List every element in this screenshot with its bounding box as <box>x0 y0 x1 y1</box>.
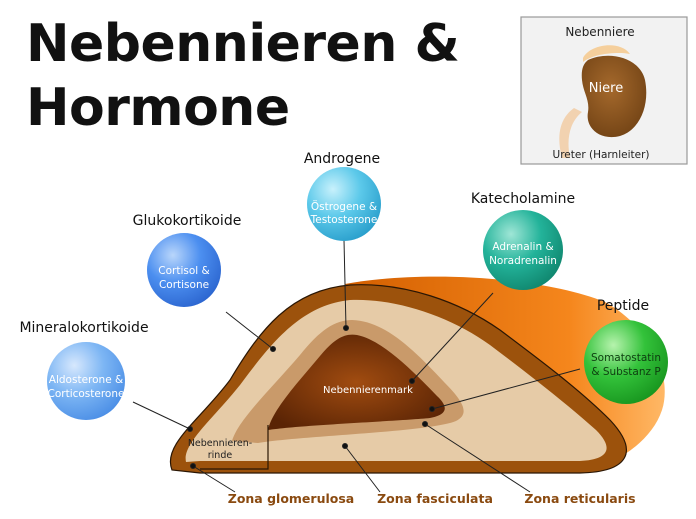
medulla-label: Nebennierenmark <box>323 385 413 396</box>
medulla-layer <box>268 334 445 430</box>
hormone-group-glukokortikoide: Glukokortikoide Cortisol & Cortisone <box>133 213 242 307</box>
hormone-bubble <box>307 167 381 241</box>
ureter-label: Ureter (Harnleiter) <box>553 149 650 161</box>
hormone-bubble <box>47 342 125 420</box>
group-heading: Peptide <box>597 298 649 314</box>
pointer-dot <box>342 443 348 449</box>
hormone-bubble <box>483 210 563 290</box>
hormone-text-1: Aldosterone & <box>49 374 123 386</box>
hormone-text-2: Noradrenalin <box>489 255 557 267</box>
pointer-dot <box>190 463 196 469</box>
pointer-dot <box>409 378 415 384</box>
zone-label-glomerulosa: Zona glomerulosa <box>228 491 354 506</box>
hormone-text-2: Cortisone <box>159 279 209 291</box>
group-heading: Mineralokortikoide <box>19 320 148 336</box>
hormone-text-1: Cortisol & <box>158 265 209 277</box>
cortex-bracket <box>200 425 269 470</box>
kidney-shape <box>581 55 647 138</box>
group-heading: Glukokortikoide <box>133 213 242 229</box>
hormone-group-mineralokortikoide: Mineralokortikoide Aldosterone & Cortico… <box>19 320 149 420</box>
hormone-text-2: Testosterone <box>310 214 378 226</box>
hormone-text-1: Adrenalin & <box>492 241 553 253</box>
pointer-dot <box>187 426 193 432</box>
hormone-bubble <box>584 320 668 404</box>
zone-label-reticularis: Zona reticularis <box>524 491 635 506</box>
hormone-group-androgene: Androgene Östrogene & Testosterone <box>304 151 381 241</box>
cortex-label-1: Nebennieren- <box>188 438 252 449</box>
adrenal-gland-cross-section: Nebennierenmark Nebennieren- rinde <box>169 276 665 474</box>
kidney-label: Niere <box>589 81 623 96</box>
kidney-inset: Nebenniere Niere Ureter (Harnleiter) <box>520 16 688 165</box>
inset-frame <box>520 16 688 165</box>
group-heading: Katecholamine <box>471 191 575 207</box>
title-line-1: Nebennieren & <box>26 14 460 74</box>
group-heading: Androgene <box>304 151 380 167</box>
hormone-bubble <box>147 233 221 307</box>
hormone-group-katecholamine: Katecholamine Adrenalin & Noradrenalin <box>471 191 575 290</box>
hormone-text-2: Corticosterone <box>48 388 125 400</box>
hormone-group-peptide: Peptide Somatostatin & Substanz P <box>584 298 668 404</box>
ureter-shape <box>559 108 582 158</box>
pointer-dot <box>270 346 276 352</box>
hormone-text-1: Östrogene & <box>311 200 377 213</box>
hormone-text-1: Somatostatin <box>591 352 661 364</box>
leader-lines <box>132 239 581 493</box>
adrenal-shape <box>583 45 630 62</box>
pointer-dot <box>429 406 435 412</box>
pointer-dot <box>343 325 349 331</box>
zone-label-fasciculata: Zona fasciculata <box>377 491 493 506</box>
adrenal-label: Nebenniere <box>565 25 634 39</box>
hormone-text-2: & Substanz P <box>591 366 660 378</box>
pointer-dot <box>422 421 428 427</box>
cortex-label-2: rinde <box>208 450 233 461</box>
title-line-2: Hormone <box>26 78 290 138</box>
